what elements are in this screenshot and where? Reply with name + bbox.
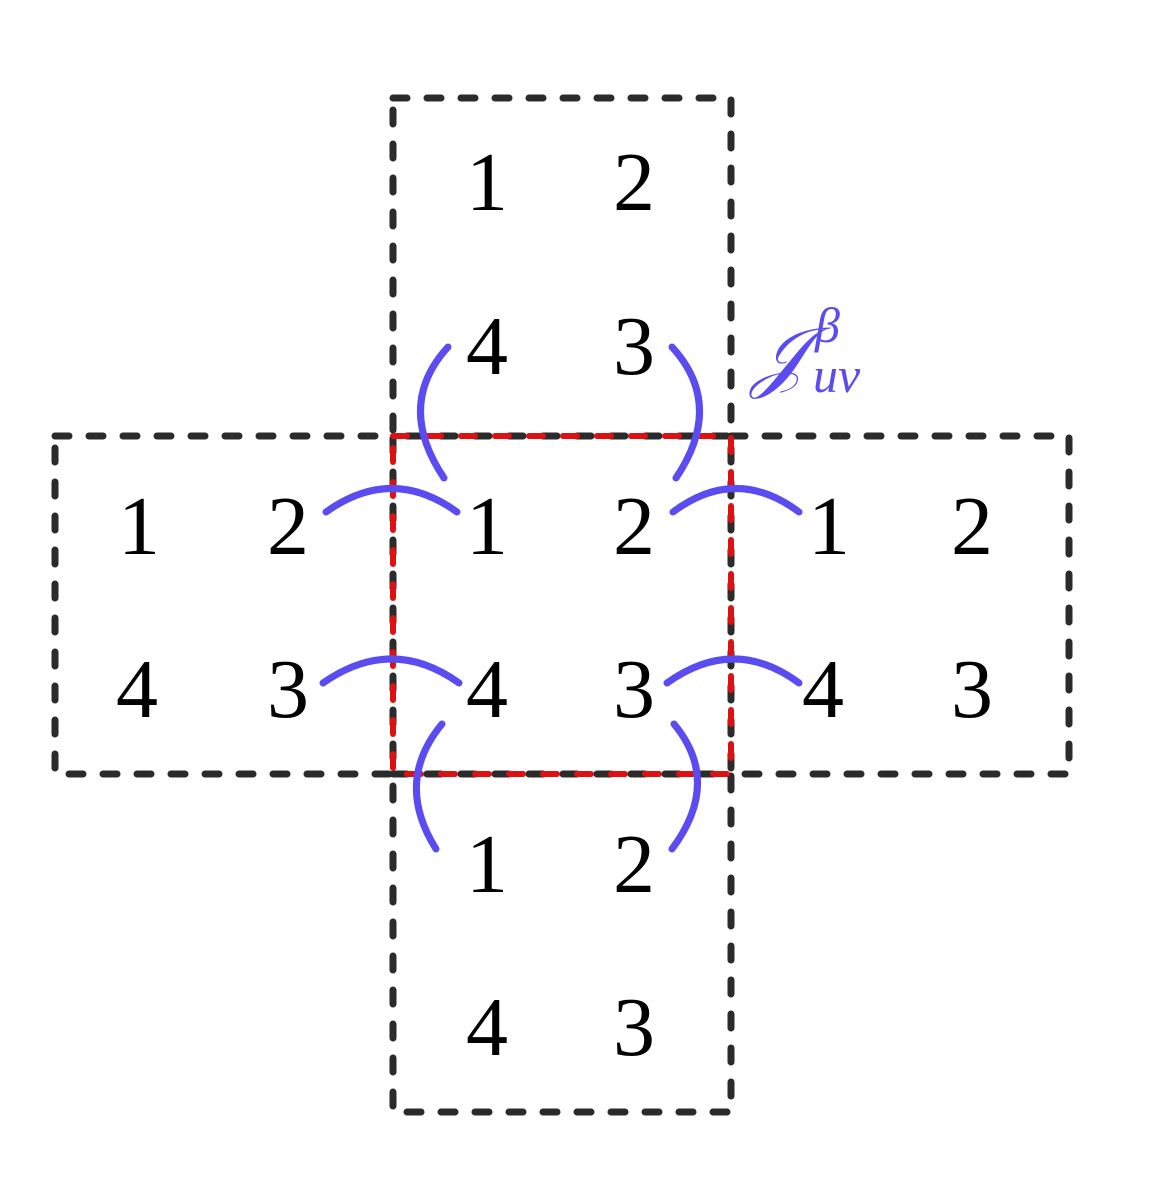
left-cell-sites: 1 2 4 3 <box>116 480 309 736</box>
site-label: 2 <box>613 136 655 229</box>
center-cell-outline <box>390 433 734 777</box>
site-label: 3 <box>613 643 655 736</box>
bond-arcs <box>319 343 803 853</box>
site-label: 1 <box>466 480 508 573</box>
site-label: 2 <box>267 480 309 573</box>
bond-arc-left-upper <box>322 485 461 516</box>
site-label: 1 <box>808 480 850 573</box>
site-label: 3 <box>951 643 993 736</box>
site-label: 1 <box>118 480 160 573</box>
bond-arc-top-right <box>668 343 704 482</box>
site-label: 4 <box>116 643 158 736</box>
bond-arc-right-upper <box>669 485 803 516</box>
bond-arc-left-lower <box>319 655 463 687</box>
coupling-superscript: β <box>814 297 840 353</box>
site-label: 2 <box>613 818 655 911</box>
site-label: 4 <box>466 981 508 1074</box>
site-label: 3 <box>267 643 309 736</box>
site-label: 4 <box>802 643 844 736</box>
bond-arc-bottom-left <box>412 720 446 853</box>
bottom-cell-outline <box>389 770 735 1116</box>
left-cell-outline <box>51 432 397 778</box>
right-cell-outline <box>727 432 1073 778</box>
bond-arc-right-lower <box>663 655 803 687</box>
site-label: 2 <box>951 480 993 573</box>
site-label: 3 <box>613 981 655 1074</box>
top-cell-sites: 1 2 4 3 <box>466 136 655 393</box>
coupling-subscript: uv <box>813 347 861 403</box>
site-label: 2 <box>613 480 655 573</box>
site-label: 4 <box>466 300 508 393</box>
center-cell-sites: 1 2 4 3 <box>466 480 655 736</box>
site-label: 4 <box>466 643 508 736</box>
bond-arc-top-left <box>416 343 452 482</box>
bond-arc-bottom-right <box>668 720 701 853</box>
site-label: 1 <box>466 136 508 229</box>
unit-cell-outlines <box>51 94 1073 1116</box>
bottom-cell-sites: 1 2 4 3 <box>466 818 655 1074</box>
site-label: 1 <box>466 818 508 911</box>
coupling-label: 𝒥 β uv <box>748 297 861 403</box>
site-label: 3 <box>613 300 655 393</box>
right-cell-sites: 1 2 4 3 <box>802 480 993 736</box>
top-cell-outline <box>389 94 735 440</box>
